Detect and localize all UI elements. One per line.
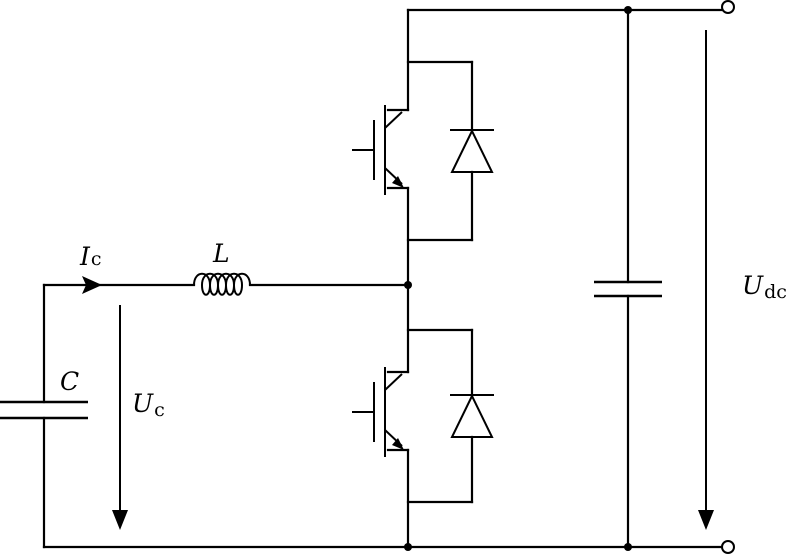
upper-igbt-module	[352, 8, 494, 287]
top-junction	[624, 6, 632, 14]
midpoint-junction	[404, 281, 412, 289]
bottom-junction-switch	[404, 543, 412, 551]
emitter-arrow-icon	[392, 438, 404, 450]
bottom-terminal	[721, 540, 735, 554]
diode-triangle	[450, 128, 494, 173]
wiring	[42, 8, 724, 549]
emitter-arrow-icon	[392, 176, 404, 188]
lower-igbt-module	[352, 283, 494, 549]
arrow-down-icon	[698, 510, 714, 530]
inductor-label: L	[212, 239, 230, 268]
cap-voltage-label: Uc	[132, 389, 165, 421]
arrow-down-icon	[112, 510, 128, 530]
dc-link-capacitor	[594, 280, 662, 298]
dc-voltage-label: Udc	[742, 271, 787, 303]
top-terminal	[721, 0, 735, 14]
bottom-junction-cap	[624, 543, 632, 551]
current-arrow-icon	[82, 276, 102, 294]
udc-voltage-arrow	[698, 30, 714, 530]
capacitor-c	[0, 400, 88, 420]
capacitor-label: C	[60, 367, 79, 396]
inductor-l	[193, 272, 251, 296]
current-label: Ic	[79, 242, 102, 271]
uc-voltage-arrow	[112, 305, 128, 530]
